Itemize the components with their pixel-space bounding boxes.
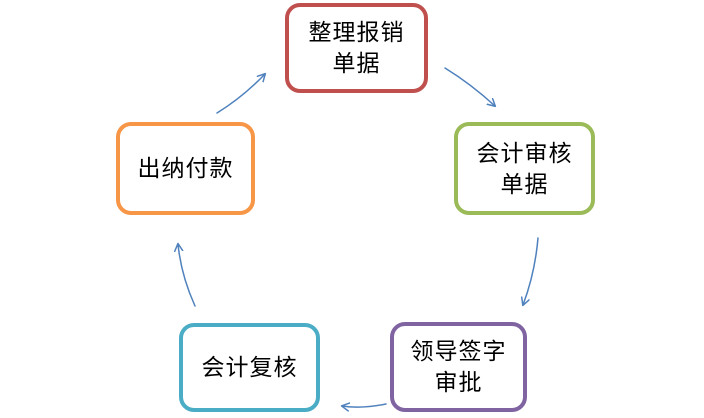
node-label-line1: 整理报销 [308,20,405,45]
arrow-recheck-to-pay-icon [178,244,196,307]
node-organize-documents: 整理报销 单据 [285,3,428,93]
node-accountant-recheck: 会计复核 [179,323,320,412]
node-label-line1: 会计审核 [476,140,573,166]
node-label-line2: 单据 [500,171,549,197]
node-cashier-payment: 出纳付款 [116,122,255,215]
node-label-line1: 会计复核 [201,355,298,380]
arrow-approve-to-recheck-icon [342,404,387,407]
arrow-organize-to-audit-icon [444,67,495,106]
arrow-audit-to-approve-icon [523,237,539,305]
arrow-pay-to-organize-icon [216,74,265,114]
node-label-line2: 单据 [332,51,381,76]
node-label-line1: 出纳付款 [137,156,234,181]
node-accountant-audit: 会计审核 单据 [454,122,595,215]
node-label-line1: 领导签字 [410,339,507,364]
node-label-line2: 审批 [434,370,483,395]
node-leader-approval: 领导签字 审批 [390,322,527,412]
